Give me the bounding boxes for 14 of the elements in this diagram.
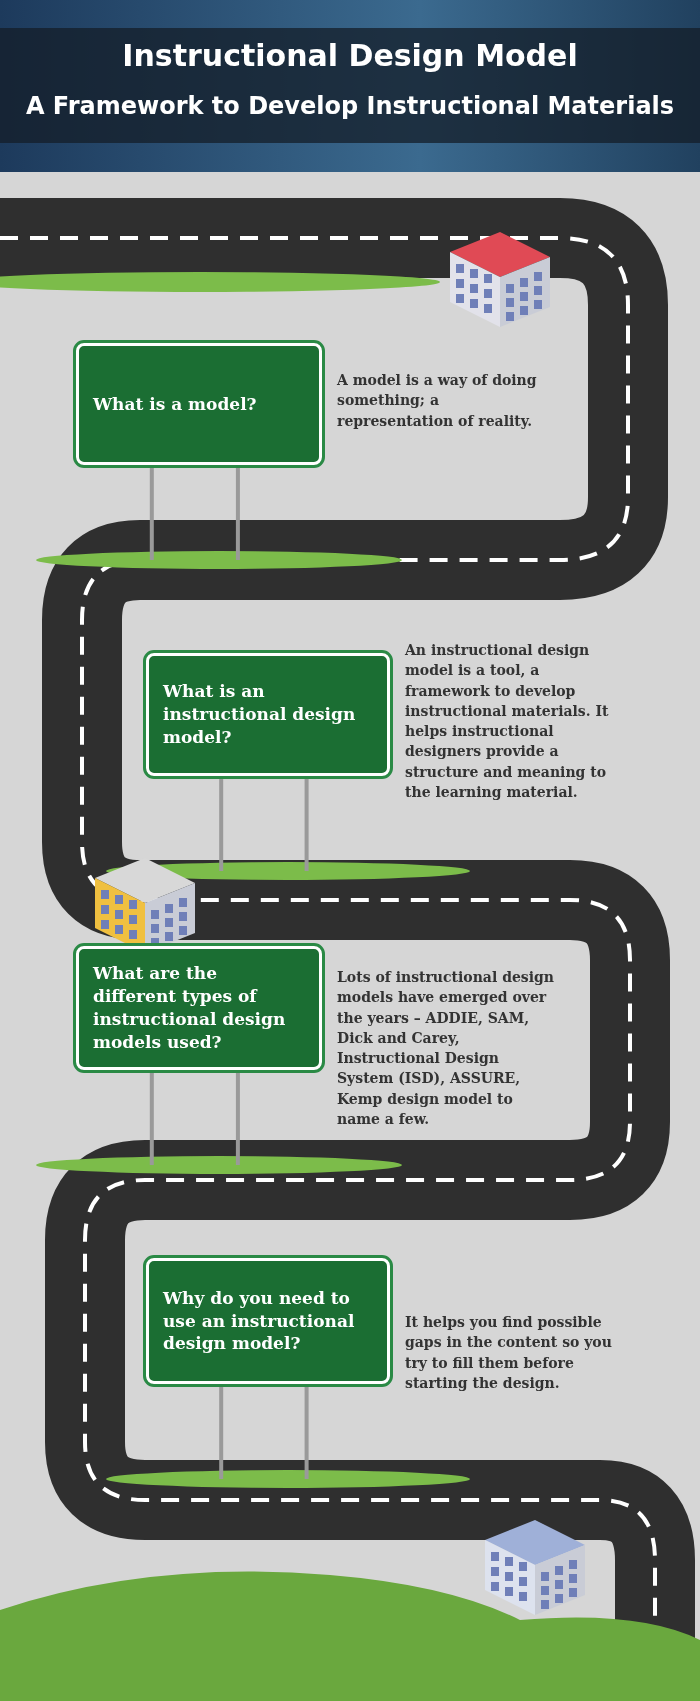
- sign-text: What are the different types of instructional design models used?: [93, 962, 287, 1054]
- description-text: A model is a way of doing something; a representation of reality.: [337, 371, 538, 431]
- sign-board: [76, 946, 322, 1070]
- description-text: It helps you find possible gaps in the content so you try to fill them before starting the design.: [405, 1313, 613, 1393]
- subtitle-text: A Framework to Develop Instructional Materials: [24, 92, 676, 120]
- description-text: An instructional design model is a tool, a framework to develop instructional materials. It helps instructional designers provide a structure and meaning to the learning material.: [405, 641, 610, 803]
- sign-text: What is an instructional design model?: [163, 680, 357, 749]
- sign-text: Why do you need to use an instructional design model?: [163, 1286, 356, 1356]
- sign-board: [76, 343, 322, 465]
- description-text: Lots of instructional design models have emerged over the years – ADDIE, SAM, Dick and Carey, Instructional Design System (ISD), ASSURE, Kemp design model to name a few.: [337, 968, 555, 1130]
- sign-text: What is a model?: [93, 392, 257, 416]
- title-text: Instructional Design Model: [121, 38, 579, 73]
- sign-board: [146, 653, 390, 776]
- sign-board: [146, 1258, 390, 1384]
